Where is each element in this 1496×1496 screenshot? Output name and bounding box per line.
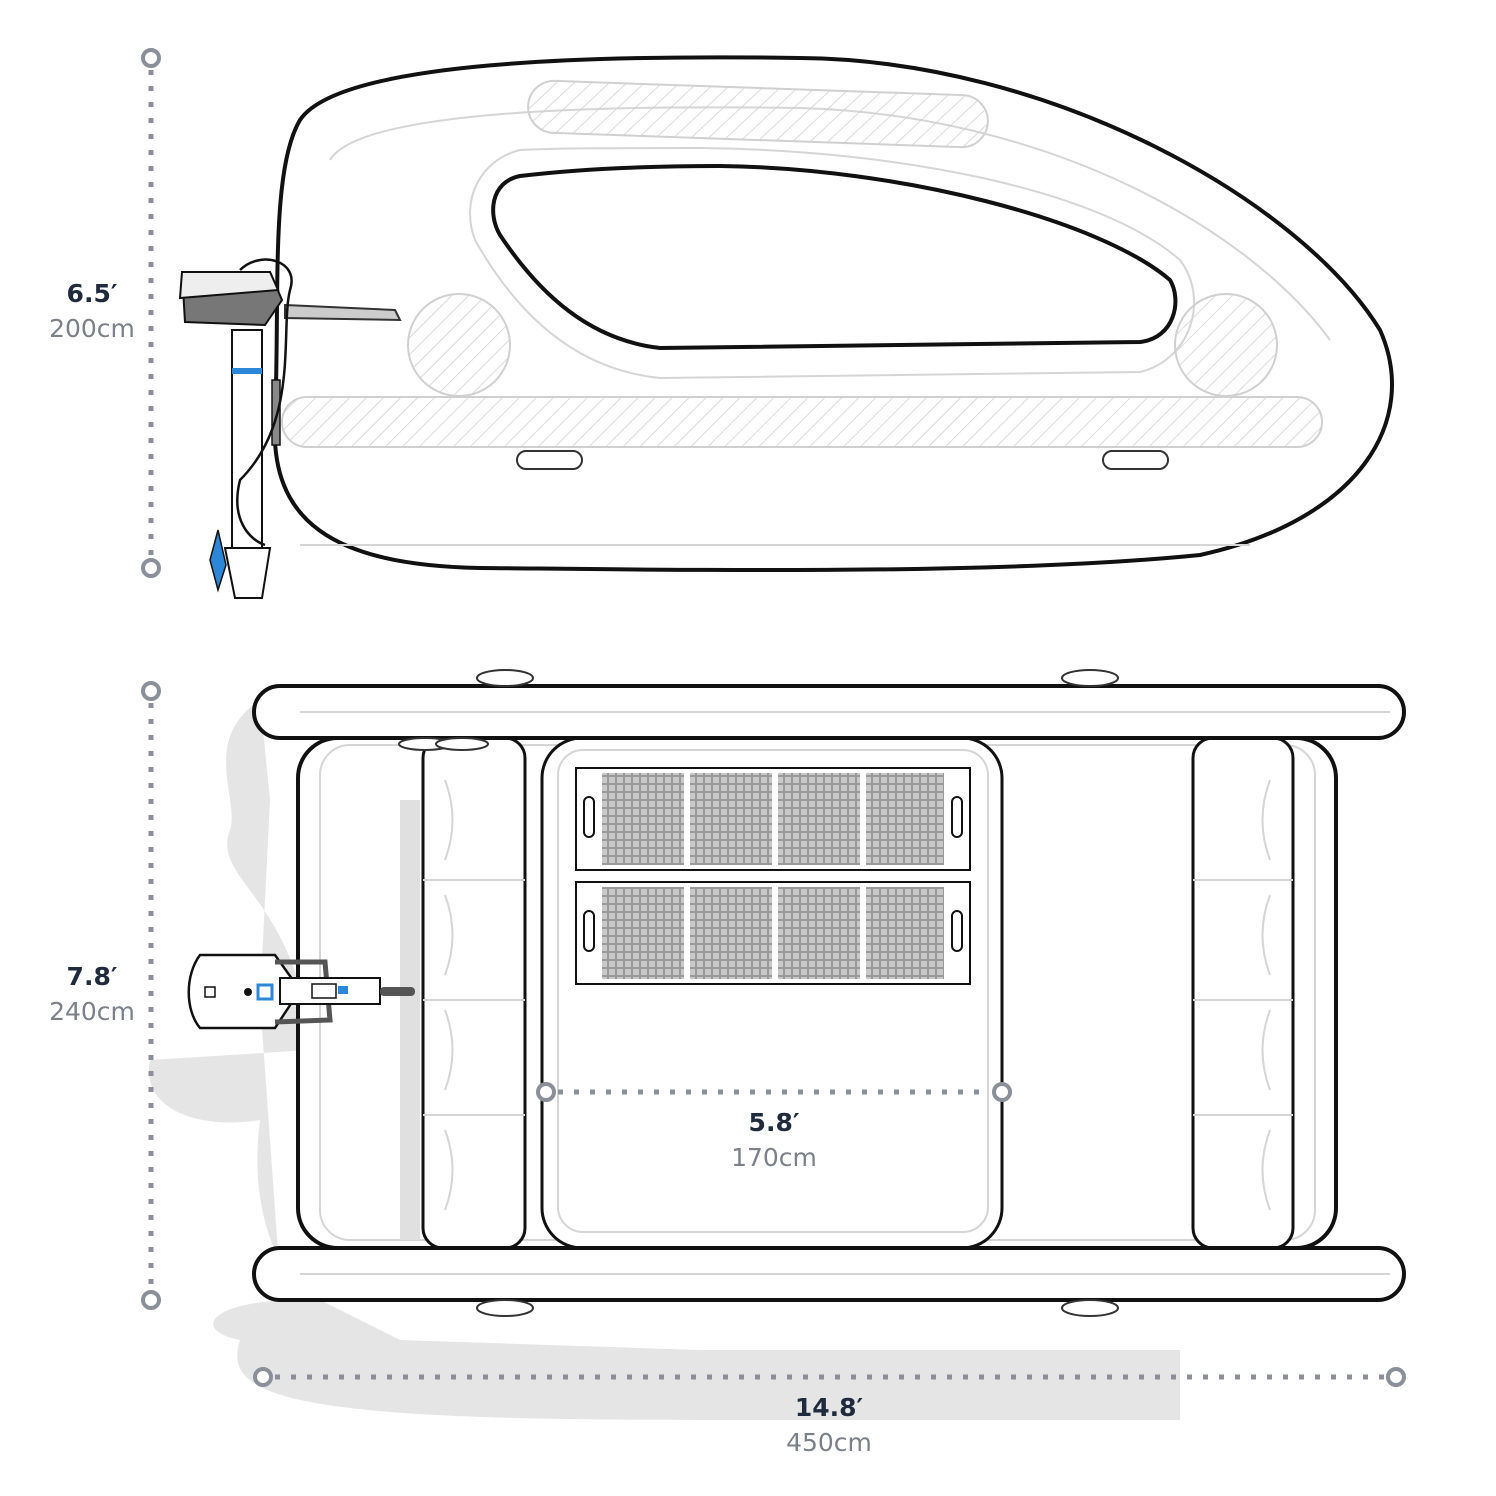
side-height-label: 6.5′ 200cm: [12, 277, 172, 347]
side-view-motor: [178, 258, 402, 599]
length-label: 14.8′ 450cm: [749, 1391, 909, 1461]
side-height-dimension: [141, 48, 161, 578]
length-cm: 450cm: [786, 1428, 872, 1457]
side-view-boat: [272, 55, 1394, 573]
deck-width-dimension: [536, 1082, 1012, 1102]
side-height-feet: 6.5′: [66, 279, 118, 308]
top-width-dimension: [141, 681, 161, 1310]
solar-panels: [575, 767, 971, 985]
top-view-boat: [252, 669, 1406, 1317]
length-feet: 14.8′: [794, 1393, 864, 1422]
side-height-cm: 200cm: [49, 314, 135, 343]
deck-width-cm: 170cm: [731, 1143, 817, 1172]
top-width-feet: 7.8′: [66, 962, 118, 991]
deck-width-feet: 5.8′: [748, 1108, 800, 1137]
length-dimension: [253, 1367, 1406, 1387]
top-width-label: 7.8′ 240cm: [12, 960, 172, 1030]
deck-width-label: 5.8′ 170cm: [694, 1106, 854, 1176]
top-view-motor: [187, 953, 415, 1030]
top-width-cm: 240cm: [49, 997, 135, 1026]
